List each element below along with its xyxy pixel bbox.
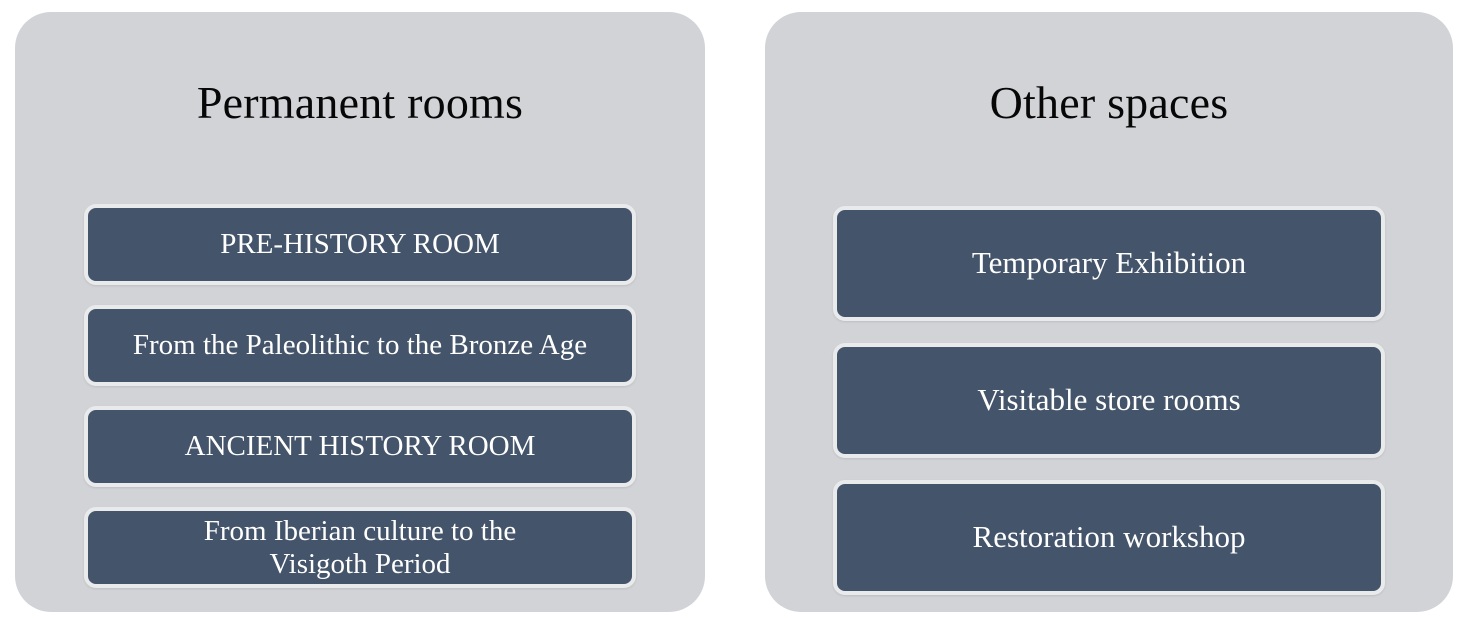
box-pre-history-room-label: PRE-HISTORY ROOM — [220, 228, 500, 261]
panel-other-spaces-title: Other spaces — [989, 77, 1229, 128]
box-iberian-to-visigoth-period-label: From Iberian culture to the Visigoth Per… — [203, 515, 517, 580]
box-visitable-store-rooms[interactable]: Visitable store rooms — [833, 343, 1385, 459]
panel-permanent-rooms-title: Permanent rooms — [196, 77, 524, 128]
box-visitable-store-rooms-label: Visitable store rooms — [977, 382, 1241, 418]
box-ancient-history-room-label: ANCIENT HISTORY ROOM — [184, 430, 536, 463]
box-paleolithic-to-bronze-age-label: From the Paleolithic to the Bronze Age — [132, 329, 588, 362]
box-temporary-exhibition-label: Temporary Exhibition — [971, 245, 1247, 281]
box-restoration-workshop-label: Restoration workshop — [972, 519, 1246, 555]
box-restoration-workshop[interactable]: Restoration workshop — [833, 480, 1385, 596]
permanent-rooms-box-list: PRE-HISTORY ROOM From the Paleolithic to… — [15, 204, 705, 589]
other-spaces-box-list: Temporary Exhibition Visitable store roo… — [765, 206, 1453, 596]
box-pre-history-room[interactable]: PRE-HISTORY ROOM — [84, 204, 636, 286]
box-iberian-to-visigoth-period[interactable]: From Iberian culture to the Visigoth Per… — [84, 507, 636, 589]
box-paleolithic-to-bronze-age[interactable]: From the Paleolithic to the Bronze Age — [84, 305, 636, 387]
box-ancient-history-room[interactable]: ANCIENT HISTORY ROOM — [84, 406, 636, 488]
box-temporary-exhibition[interactable]: Temporary Exhibition — [833, 206, 1385, 322]
panel-permanent-rooms: Permanent rooms PRE-HISTORY ROOM From th… — [15, 12, 705, 612]
panel-other-spaces: Other spaces Temporary Exhibition Visita… — [765, 12, 1453, 612]
